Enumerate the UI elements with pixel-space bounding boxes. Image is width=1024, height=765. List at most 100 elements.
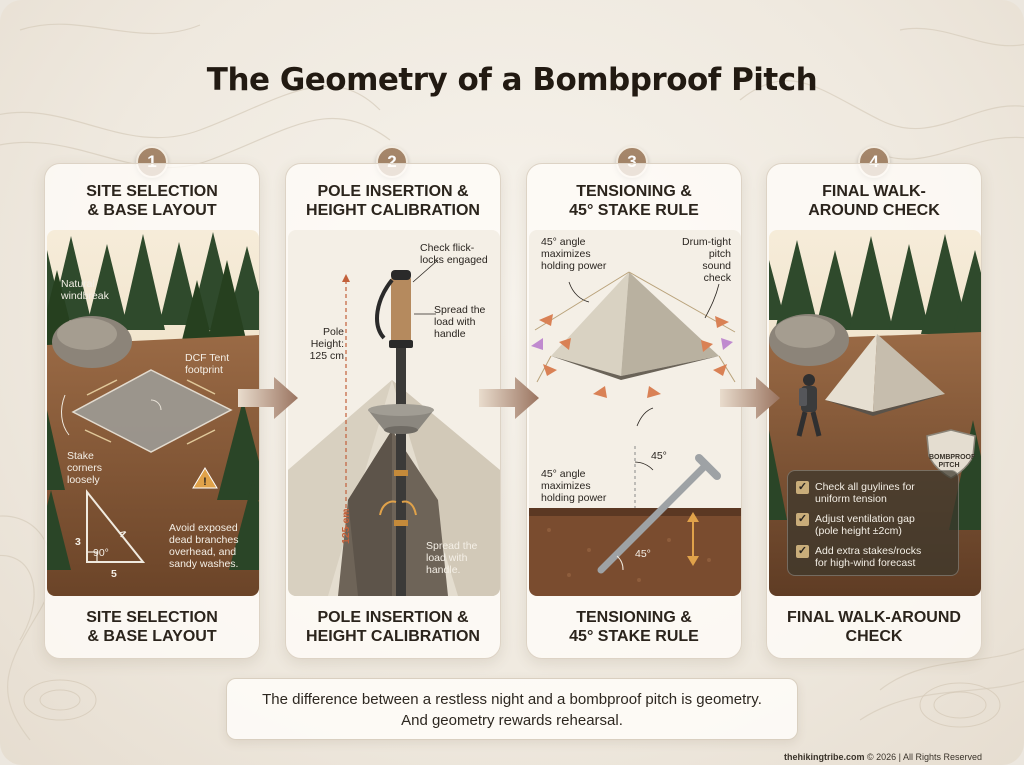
note-line: handle (434, 328, 466, 340)
heading-line: TENSIONING & (576, 183, 692, 200)
note-line: Spread the (434, 304, 486, 316)
note-line: Stake (67, 450, 94, 462)
note-line: load with (426, 552, 468, 564)
avoid-hazards-note: Avoid exposed dead branches overhead, an… (169, 522, 238, 570)
note-line: Pole (322, 326, 344, 338)
step-1-heading: SITE SELECTION & BASE LAYOUT (45, 182, 259, 220)
heading-line: FINAL WALK- (822, 183, 926, 200)
footer-line: TENSIONING & (576, 609, 692, 626)
footer-line: & BASE LAYOUT (87, 628, 217, 645)
angle-degree-bottom: 45° (635, 548, 651, 560)
credit-rest: © 2026 | All Rights Reserved (864, 752, 982, 762)
quote-line: And geometry rewards rehearsal. (401, 712, 623, 729)
note-line: handle. (426, 564, 461, 576)
page-title: The Geometry of a Bombproof Pitch (206, 62, 818, 98)
heading-line: AROUND CHECK (808, 202, 940, 219)
note-line: overhead, and (169, 546, 237, 558)
check-icon: ✓ (796, 545, 809, 558)
drum-tight-note: Drum-tight pitch sound check (675, 236, 731, 284)
note-line: 45° angle (541, 468, 586, 480)
spread-load-note-bottom: Spread the load with handle. (426, 540, 477, 576)
check-icon: ✓ (796, 481, 809, 494)
triangle-side-3: 3 (75, 536, 81, 548)
step-1-footer: SITE SELECTION & BASE LAYOUT (45, 608, 259, 646)
tensioning-illustration (529, 230, 741, 596)
spread-load-note-top: Spread the load with handle (434, 304, 485, 340)
svg-text:!: ! (203, 476, 207, 488)
angle-degree-top: 45° (651, 450, 667, 462)
step-2-heading: POLE INSERTION & HEIGHT CALIBRATION (286, 182, 500, 220)
windbreak-note: Natural windbreak (61, 278, 109, 302)
note-line: Natural (61, 278, 95, 290)
quote-line: The difference between a restless night … (262, 691, 762, 708)
site-selection-illustration: ! (47, 230, 259, 596)
step-4-card: FINAL WALK- AROUND CHECK (766, 163, 982, 659)
step-2-card: POLE INSERTION & HEIGHT CALIBRATION (285, 163, 501, 659)
triangle-side-5: 5 (111, 568, 117, 580)
step-3-footer: TENSIONING & 45° STAKE RULE (527, 608, 741, 646)
stake-corners-note: Stake corners loosely (67, 450, 102, 486)
badge-line: PITCH (938, 461, 960, 469)
note-line: Spread the (426, 540, 478, 552)
pole-insertion-illustration (288, 230, 500, 596)
step-2-footer: POLE INSERTION & HEIGHT CALIBRATION (286, 608, 500, 646)
note-line: Height: (310, 338, 344, 350)
credit-site: thehikingtribe.com (783, 752, 865, 762)
note-line: dead branches (169, 534, 239, 546)
footer-line: SITE SELECTION (86, 609, 218, 626)
note-line: maximizes (541, 480, 591, 492)
next-step-arrow-icon (720, 377, 780, 419)
footer-line: FINAL WALK-AROUND (787, 609, 961, 626)
step-3-card: TENSIONING & 45° STAKE RULE (526, 163, 742, 659)
note-line: loosely (67, 474, 100, 486)
note-line: corners (67, 462, 103, 474)
item-line: Check all guylines for (815, 481, 915, 493)
note-line: 125 cm (309, 350, 344, 362)
flicklocks-note: Check flick- locks engaged (420, 242, 488, 266)
note-line: Drum-tight (681, 236, 731, 248)
next-step-arrow-icon (238, 377, 298, 419)
heading-line: POLE INSERTION & (317, 183, 469, 200)
step-4-footer: FINAL WALK-AROUND CHECK (767, 608, 981, 646)
footer-line: 45° STAKE RULE (569, 628, 699, 645)
heading-line: SITE SELECTION (86, 183, 218, 200)
item-line: uniform tension (815, 493, 887, 505)
note-line: maximizes (541, 248, 591, 260)
note-line: 45° angle (541, 236, 586, 248)
item-line: for high-wind forecast (815, 557, 916, 569)
closing-quote: The difference between a restless night … (226, 678, 798, 740)
pole-height-note: Pole Height: 125 cm (298, 326, 344, 362)
step-3-heading: TENSIONING & 45° STAKE RULE (527, 182, 741, 220)
vertical-height-label: 125 cm (340, 508, 352, 544)
note-line: sound check (702, 260, 731, 284)
angle-note-top: 45° angle maximizes holding power (541, 236, 606, 272)
copyright-credit: thehikingtribe.com © 2026 | All Rights R… (784, 752, 982, 762)
heading-line: HEIGHT CALIBRATION (306, 202, 480, 219)
note-line: Check flick- (420, 242, 475, 254)
note-line: pitch (708, 248, 731, 260)
item-line: Adjust ventilation gap (815, 513, 915, 525)
footprint-note: DCF Tent footprint (185, 352, 229, 376)
note-line: locks engaged (420, 254, 488, 266)
note-line: windbreak (61, 290, 109, 302)
badge-line: BOMBPROOF (929, 454, 976, 461)
next-step-arrow-icon (479, 377, 539, 419)
note-line: load with (434, 316, 476, 328)
footer-line: CHECK (845, 628, 903, 645)
heading-line: 45° STAKE RULE (569, 202, 699, 219)
footer-line: HEIGHT CALIBRATION (306, 628, 480, 645)
note-line: holding power (541, 260, 607, 272)
triangle-angle: 90° (93, 547, 109, 559)
check-icon: ✓ (796, 513, 809, 526)
note-line: DCF Tent (185, 352, 230, 364)
item-line: (pole height ±2cm) (815, 525, 902, 537)
checklist-item: ✓ Adjust ventilation gap(pole height ±2c… (796, 513, 956, 537)
note-line: Avoid exposed (169, 522, 238, 534)
note-line: holding power (541, 492, 607, 504)
bombproof-badge: BOMBPROOF PITCH (929, 454, 976, 469)
